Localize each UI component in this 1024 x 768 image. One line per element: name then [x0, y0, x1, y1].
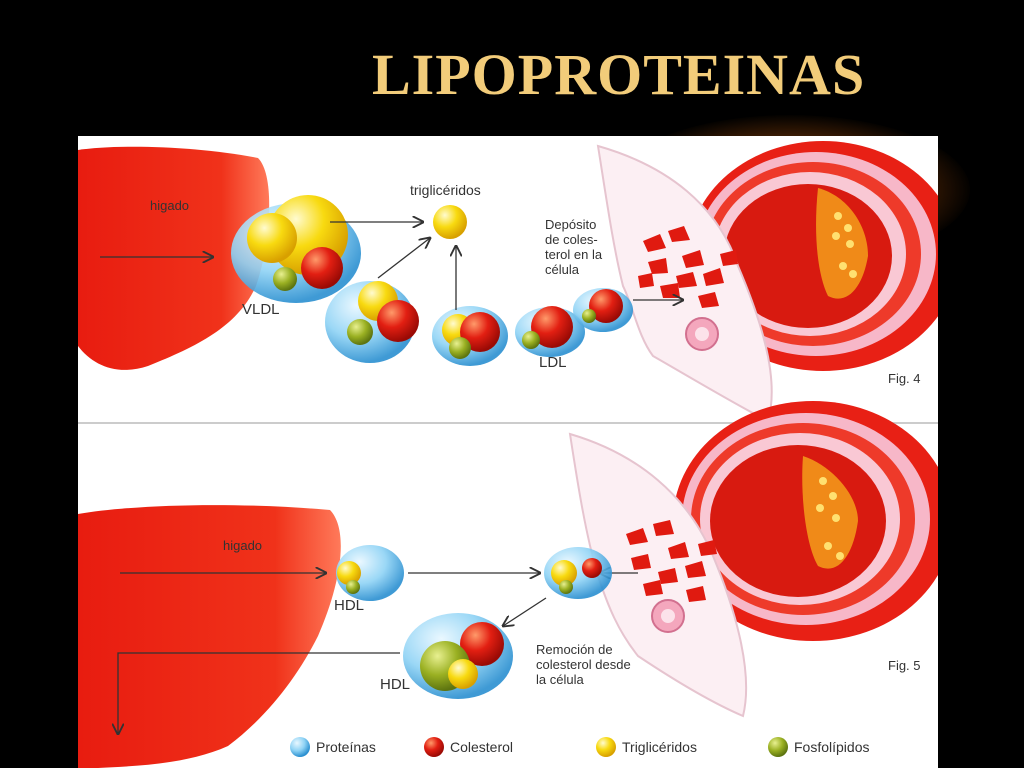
slide-title: LIPOPROTEINAS [372, 42, 866, 107]
hdl1-label: HDL [334, 597, 364, 614]
legend-label-fosfolipidos: Fosfolípidos [794, 739, 869, 755]
legend: Proteínas Colesterol Triglicéridos Fosfo… [290, 737, 869, 757]
arrow-cell-to-hdl2 [503, 597, 547, 626]
intermediate-particle [325, 281, 419, 363]
removal-caption: Remoción de colesterol desde la célula [536, 642, 634, 687]
arrow-intermediate-to-trig [377, 238, 430, 279]
hdl-docked [544, 547, 612, 599]
removal-line-3: la célula [536, 672, 584, 687]
cholesterol-deposits-bottom [626, 520, 717, 602]
panel-fig5: higado [78, 401, 938, 768]
vldl-label: VLDL [242, 301, 280, 318]
deposit-line-4: célula [545, 262, 580, 277]
legend-swatch-trigliceridos [596, 737, 616, 757]
deposit-line-3: terol en la [545, 247, 603, 262]
triglyceride-particle [433, 205, 467, 239]
ldl-label: LDL [539, 354, 567, 371]
liver-label: higado [150, 198, 189, 213]
removal-line-1: Remoción de [536, 642, 613, 657]
removal-line-2: colesterol desde [536, 657, 631, 672]
artery-bottom [673, 401, 938, 641]
fig5-label: Fig. 5 [888, 658, 921, 673]
hdl-particle-2 [403, 613, 513, 699]
deposit-line-1: Depósito [545, 217, 596, 232]
return-to-liver-arrow [118, 652, 400, 734]
fig4-label: Fig. 4 [888, 371, 921, 386]
legend-swatch-colesterol [424, 737, 444, 757]
legend-swatch-proteinas [290, 737, 310, 757]
legend-label-trigliceridos: Triglicéridos [622, 739, 697, 755]
legend-swatch-fosfolipidos [768, 737, 788, 757]
liver-shape [78, 146, 270, 370]
legend-item-fosfolipidos: Fosfolípidos [768, 737, 869, 757]
legend-label-proteinas: Proteínas [316, 739, 376, 755]
cholesterol-deposits-top [638, 226, 738, 308]
hdl-particle-1 [336, 545, 404, 601]
legend-item-trigliceridos: Triglicéridos [596, 737, 697, 757]
lipoprotein-figure: higado [78, 136, 938, 768]
artery-top [688, 141, 938, 371]
legend-item-colesterol: Colesterol [424, 737, 513, 757]
deposit-line-2: de coles- [545, 232, 598, 247]
ldl-particle [515, 306, 585, 357]
liver-label-bottom: higado [223, 538, 262, 553]
small-particle [432, 306, 508, 366]
ldl-docked [573, 288, 633, 332]
panel-fig4: higado [78, 141, 938, 423]
deposit-caption: Depósito de coles- terol en la célula [545, 217, 606, 277]
legend-item-proteinas: Proteínas [290, 737, 376, 757]
hdl2-label: HDL [380, 676, 410, 693]
vldl-particle [231, 195, 361, 303]
liver-shape-bottom [78, 505, 341, 768]
legend-label-colesterol: Colesterol [450, 739, 513, 755]
triglyceride-label: triglicéridos [410, 182, 481, 198]
figure-svg: higado [78, 141, 938, 768]
